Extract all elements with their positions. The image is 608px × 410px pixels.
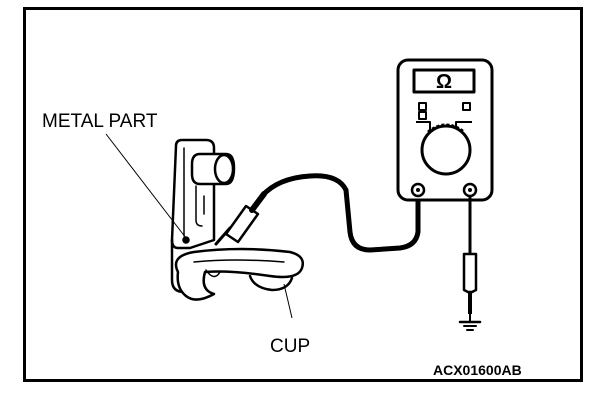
figure-frame [23, 7, 583, 382]
cup-leader [283, 283, 293, 319]
metal-part-bracket [170, 138, 236, 294]
metal-part-leader [105, 133, 187, 239]
cup-label: CUP [270, 336, 310, 357]
figure-code: ACX01600AB [433, 362, 522, 378]
cup-band [174, 247, 304, 301]
ohmmeter-display [412, 68, 476, 94]
right-test-probe [462, 252, 478, 314]
ground-icon [458, 313, 482, 331]
ohmmeter-selector-small-left [418, 102, 427, 111]
ohmmeter [396, 58, 494, 202]
left-test-probe [214, 191, 267, 246]
ohmmeter-dial [420, 124, 472, 176]
ohmmeter-selector-small-right [462, 102, 471, 111]
metal-part-label: METAL PART [42, 111, 158, 132]
ohmmeter-symbol: Ω [436, 71, 452, 93]
left-lead-wire [259, 173, 421, 253]
